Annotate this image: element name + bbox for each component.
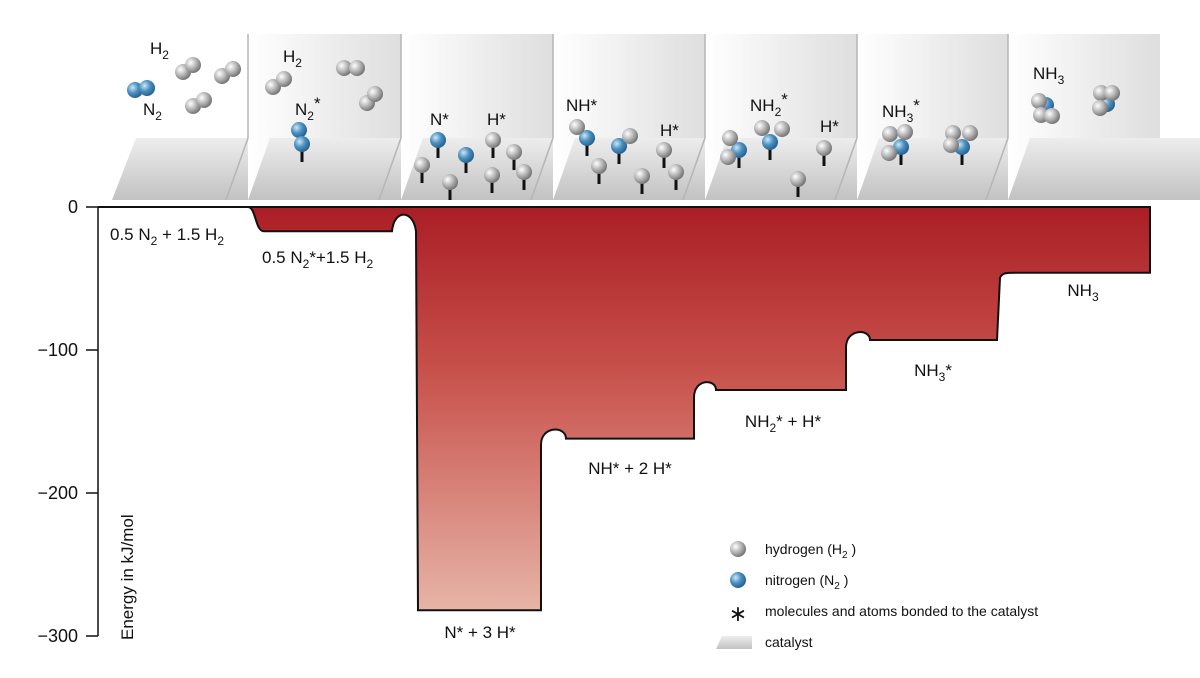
asterisk-icon: ∗ [729,601,747,626]
nitrogen-atom [430,132,446,148]
panel-2-label: H2 [283,47,302,70]
hydrogen-atom [591,158,607,174]
hydrogen-icon [730,541,746,557]
hydrogen-atom [622,128,638,144]
hydrogen-atom [790,171,806,187]
hydrogen-atom [185,57,201,73]
hydrogen-atom [881,145,897,161]
hydrogen-atom [276,71,292,87]
hydrogen-atom [484,167,500,183]
panel-divider [985,137,1009,201]
nitrogen-atom [139,80,155,96]
state-label-s4: NH2* + H* [745,412,822,435]
panel-3-label: N* [430,110,449,129]
hydrogen-atom [722,130,738,146]
state-label-s6: NH3 [1067,281,1099,304]
panel-backdrop [553,34,705,200]
state-label-s0: 0.5 N2 + 1.5 H2 [110,225,224,248]
nitrogen-atom [294,136,310,152]
panel-3-label: H* [487,110,506,129]
hydrogen-atom [1092,100,1108,116]
panel-5-label: H* [820,117,839,136]
hydrogen-atom [1044,108,1060,124]
energy-axis: 0 −100 −200 −300 [37,197,99,646]
y-tick-label: −300 [37,626,78,646]
hydrogen-atom [569,119,585,135]
hydrogen-atom [336,60,352,76]
nitrogen-atom [127,82,143,98]
nitrogen-atom [579,130,595,146]
hydrogen-atom [656,142,672,158]
panel-divider [225,137,249,201]
state-label-s2: N* + 3 H* [444,623,516,642]
hydrogen-atom [668,164,684,180]
panel-backdrop [705,34,857,200]
hydrogen-atom [634,168,650,184]
nitrogen-atom [291,122,307,138]
panel-backdrop [401,34,553,200]
nitrogen-atom [458,147,474,163]
hydrogen-atom [897,124,913,140]
panel-backdrop [857,34,1008,200]
hydrogen-atom [414,157,430,173]
panel-1-label: N2 [143,100,162,123]
hydrogen-atom [1031,93,1047,109]
hydrogen-atom [485,132,501,148]
panel-divider [834,137,858,201]
hydrogen-atom [945,125,961,141]
panel-6-label: NH3* [882,96,920,125]
hydrogen-atom [442,174,458,190]
hydrogen-atom [816,140,832,156]
hydrogen-atom [265,79,281,95]
hydrogen-atom [754,120,770,136]
legend: hydrogen (H2 ) nitrogen (N2 ) ∗ molecules a… [716,541,1038,650]
hydrogen-atom [367,86,383,102]
state-label-s5: NH3* [914,361,952,384]
hydrogen-atom [225,61,241,77]
hydrogen-atom [1093,85,1109,101]
hydrogen-atom [349,60,365,76]
panel-divider [530,137,554,201]
state-labels: 0.5 N2 + 1.5 H2 0.5 N2*+1.5 H2 N* + 3 H* NH… [110,225,1099,642]
y-axis-title: Energy in kJ/mol [118,514,137,640]
y-tick-label: −100 [37,340,78,360]
energy-profile-area [98,206,1151,612]
hydrogen-atom [774,121,790,137]
panel-divider [378,137,402,201]
panel-1-label: H2 [150,39,169,62]
legend-label: hydrogen (H2 ) [765,541,856,561]
panel-4-label: NH* [566,96,598,115]
panel-divider [682,137,706,201]
legend-label: nitrogen (N2 ) [765,572,848,592]
catalyst-icon [716,636,752,649]
hydrogen-atom [506,144,522,160]
legend-label: catalyst [765,634,813,650]
state-label-s3: NH* + 2 H* [588,459,672,478]
y-tick-label: 0 [68,197,78,217]
hydrogen-atom [720,149,736,165]
molecule-illustrations [127,57,1120,200]
hydrogen-atom [962,125,978,141]
hydrogen-atom [516,164,532,180]
panel-5-label: NH2* [750,90,788,119]
nitrogen-atom [893,139,909,155]
hydrogen-atom [882,126,898,142]
nitrogen-icon [730,572,746,588]
y-tick-label: −200 [37,483,78,503]
hydrogen-atom [1104,85,1120,101]
panel-2-label: N2* [295,94,321,123]
nitrogen-atom [762,134,778,150]
nitrogen-atom [611,138,627,154]
hydrogen-atom [196,92,212,108]
state-label-s1: 0.5 N2*+1.5 H2 [262,248,374,271]
legend-label: molecules and atoms bonded to the cataly… [765,603,1038,619]
panel-4-label: H* [660,121,679,140]
panel-7-label: NH3 [1033,64,1065,87]
catalyst-surface [112,138,1200,200]
hydrogen-atom [943,137,959,153]
panel-backdrop [1008,34,1160,200]
